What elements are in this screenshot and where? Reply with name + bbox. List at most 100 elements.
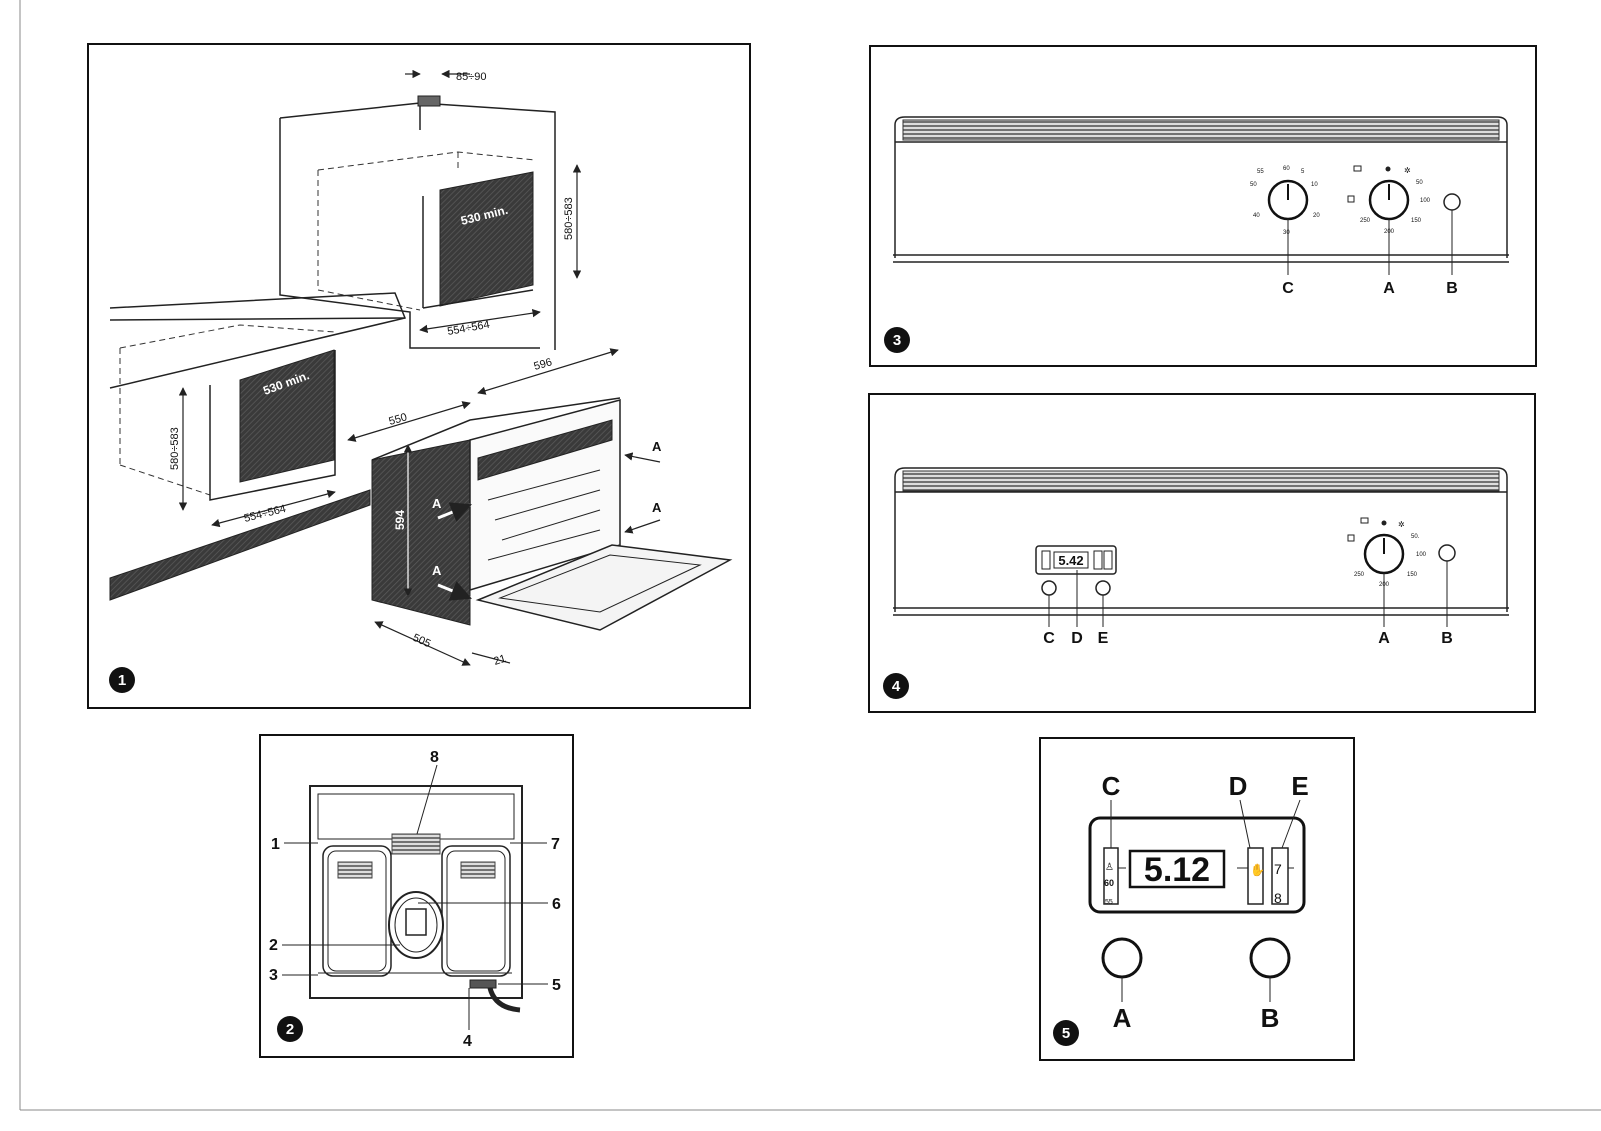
button-e[interactable]: [1095, 580, 1111, 596]
temp-mark: 100: [1420, 198, 1431, 204]
timer-mark: 55: [1257, 169, 1264, 175]
label-a: A: [1383, 280, 1395, 297]
left-scale-mark: 60: [1104, 878, 1114, 888]
figure-1-number-badge: 1: [109, 667, 135, 693]
right-scale-mark: 7: [1274, 861, 1282, 877]
oven-mode-icon: [1385, 166, 1391, 172]
right-scale-mark: 8: [1274, 890, 1282, 906]
figure-3-number: 3: [893, 332, 901, 349]
label-c: C: [1282, 280, 1294, 297]
dim-oven-depth-top: 550: [388, 411, 409, 428]
label-a: A: [1113, 1003, 1132, 1033]
label-e: E: [1098, 630, 1109, 647]
callout-5: 5: [552, 977, 561, 994]
timer-mark: 50: [1250, 182, 1257, 188]
display-time: 5.42: [1058, 553, 1083, 568]
timer-mark: 10: [1311, 182, 1318, 188]
label-e: E: [1291, 771, 1308, 801]
label-b: B: [1446, 280, 1458, 297]
button-c[interactable]: [1041, 580, 1057, 596]
temp-mark: 50: [1416, 180, 1423, 186]
figure-2: 1 2 3 4 5 6 7 8 2: [259, 734, 574, 1058]
arrow-label-a: A: [652, 500, 662, 515]
oven-mode-icon: [1353, 165, 1362, 172]
callout-3: 3: [269, 967, 278, 984]
timer-mark: 5: [1301, 169, 1305, 175]
digital-display-detail: ♙ 60 55 5.12 ✋ 7 8: [1088, 816, 1306, 914]
figure-3: 55 60 5 10 50 20 40 30 50 100 150 200 25…: [869, 45, 1537, 367]
dim-top-gap: 85÷90: [456, 71, 487, 83]
label-c: C: [1102, 771, 1121, 801]
label-b: B: [1441, 630, 1453, 647]
dim-oven-height: 594: [393, 510, 407, 530]
timer-mark: 40: [1253, 213, 1260, 219]
figure-4: 5.42 50. 100 150 200 250 ✲ C D E: [868, 393, 1536, 713]
temp-mark: 100: [1416, 552, 1427, 558]
label-d: D: [1229, 771, 1248, 801]
figure-2-number: 2: [286, 1021, 294, 1038]
button-a[interactable]: [1101, 937, 1143, 979]
arrow-label-a: A: [432, 563, 442, 578]
label-b: B: [1261, 1003, 1280, 1033]
dim-lower-height: 580÷583: [169, 427, 181, 470]
upper-recess: [439, 171, 534, 307]
callout-2: 2: [269, 937, 278, 954]
button-b[interactable]: [1249, 937, 1291, 979]
figure-4-number-badge: 4: [883, 673, 909, 699]
airflow-arrows: A A A A: [432, 439, 662, 601]
hand-icon: ✋: [1250, 863, 1265, 877]
timer-mark: 30: [1283, 230, 1290, 236]
timer-mark: 60: [1283, 166, 1290, 172]
oven-mode-icon: [1360, 517, 1369, 524]
grill-icon: [1347, 534, 1355, 542]
figure-2-number-badge: 2: [277, 1016, 303, 1042]
indicator-lamp: [1443, 193, 1461, 211]
dim-oven-width: 596: [533, 356, 554, 373]
figure-4-number: 4: [892, 678, 901, 695]
temp-mark: 150: [1411, 218, 1422, 224]
upper-cabinet: [279, 95, 556, 350]
digital-display: 5.42: [1035, 545, 1117, 575]
figure-4-frame: [868, 393, 1536, 713]
label-c: C: [1043, 630, 1055, 647]
left-scale-mark: 55: [1105, 899, 1113, 906]
figure-5: ♙ 60 55 5.12 ✋ 7 8 C D E A B: [1039, 737, 1355, 1061]
figure-3-frame: [869, 45, 1537, 367]
oven-unit: [371, 397, 733, 631]
oven-door: [475, 544, 733, 631]
fan-icon: ✲: [1398, 520, 1405, 529]
temperature-knob[interactable]: [1368, 179, 1410, 221]
dim-door-thickness: 21: [492, 653, 507, 668]
figure-3-number-badge: 3: [884, 327, 910, 353]
control-panel-vent-grille: [902, 119, 1500, 141]
display-time: 5.12: [1144, 851, 1210, 889]
arrow-label-a: A: [652, 439, 662, 454]
timer-mark: 20: [1313, 213, 1320, 219]
lower-recess: [239, 349, 335, 483]
temp-mark: 50.: [1411, 534, 1420, 540]
oven-mode-icon: [1381, 520, 1387, 526]
timer-scale: 55 60 5 10 50 20 40 30: [1250, 166, 1320, 236]
temp-mark: 250: [1354, 572, 1365, 578]
bell-icon: ♙: [1105, 862, 1114, 873]
indicator-lamp: [1438, 544, 1456, 562]
callout-1: 1: [271, 836, 280, 853]
control-panel-vent-grille: [902, 470, 1500, 492]
callout-4: 4: [463, 1033, 472, 1050]
dim-upper-height: 580÷583: [563, 197, 575, 240]
label-a: A: [1378, 630, 1390, 647]
temp-mark: 150: [1407, 572, 1418, 578]
callout-7: 7: [551, 836, 560, 853]
timer-knob[interactable]: [1267, 179, 1309, 221]
temperature-knob[interactable]: [1363, 533, 1405, 575]
callout-6: 6: [552, 896, 561, 913]
arrow-label-a: A: [432, 496, 442, 511]
temp-mark: 250: [1360, 218, 1371, 224]
figure-5-number-badge: 5: [1053, 1020, 1079, 1046]
fan-icon: ✲: [1404, 166, 1411, 175]
figure-2-callouts: 1 2 3 4 5 6 7 8: [269, 749, 561, 1050]
callout-8: 8: [430, 749, 439, 766]
figure-5-number: 5: [1062, 1025, 1070, 1042]
figure-1-number: 1: [118, 672, 126, 689]
